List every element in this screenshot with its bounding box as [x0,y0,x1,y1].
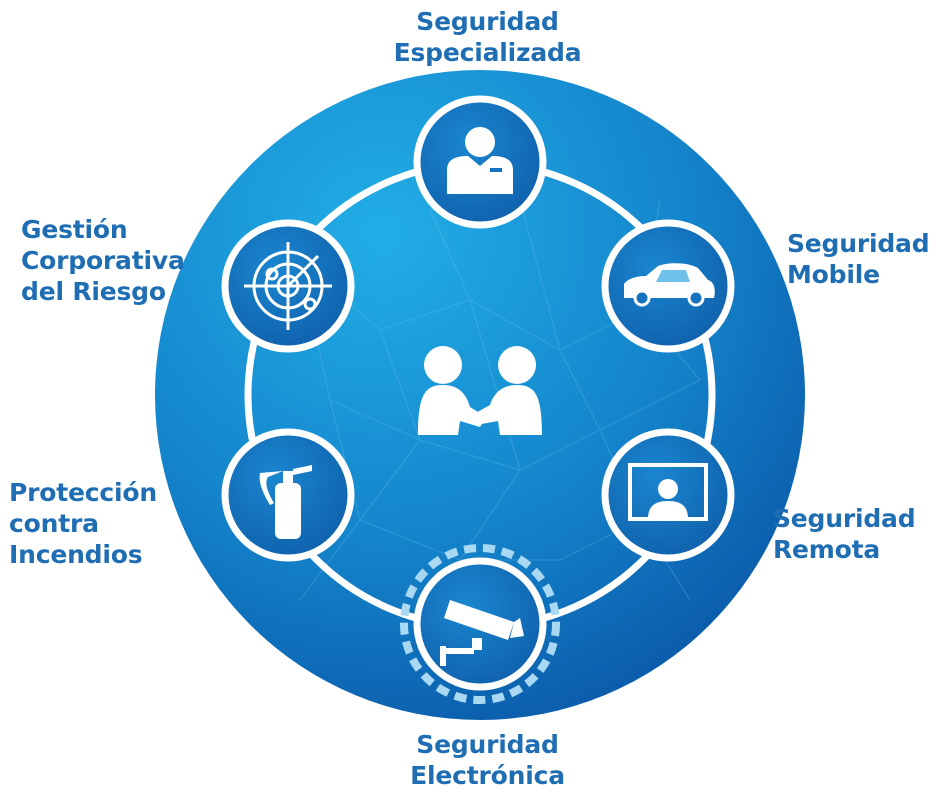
node-especializada [413,95,547,229]
label-line: Remota [773,535,881,564]
label-line: Mobile [787,260,880,289]
label-line: Especializada [393,38,582,67]
node-mobile [601,219,735,353]
label-line: Electrónica [410,761,565,790]
label-line: contra [9,509,99,538]
label-line: Seguridad [773,504,916,533]
fire-extinguisher-icon [259,465,312,539]
label-line: del Riesgo [21,277,166,306]
label-line: Incendios [9,540,143,569]
label-seguridad-especializada: Seguridad Especializada [380,6,595,68]
label-line: Protección [9,478,157,507]
node-incendios [221,428,355,562]
label-seguridad-mobile: Seguridad Mobile [787,228,930,290]
label-line: Seguridad [787,229,930,258]
label-line: Corporativa [21,246,185,275]
label-gestion-corporativa: Gestión Corporativa del Riesgo [21,214,185,307]
car-icon [624,263,715,307]
radar-icon [244,242,332,330]
node-electronica [413,557,547,691]
label-seguridad-remota: Seguridad Remota [773,503,916,565]
label-line: Seguridad [416,7,559,36]
security-camera-icon [440,600,524,666]
node-circle [413,95,547,229]
label-seguridad-electronica: Seguridad Electrónica [380,729,595,791]
monitor-operator-icon [628,463,708,521]
handshake-icon [418,346,542,435]
node-gestion [221,219,355,353]
label-line: Gestión [21,215,128,244]
label-proteccion-contra-incendios: Protección contra Incendios [9,477,157,570]
label-line: Seguridad [416,730,559,759]
highlight-dashed-ring [400,544,560,704]
nodes-layer [221,95,735,691]
node-remota [601,428,735,562]
security-guard-icon [447,127,513,194]
